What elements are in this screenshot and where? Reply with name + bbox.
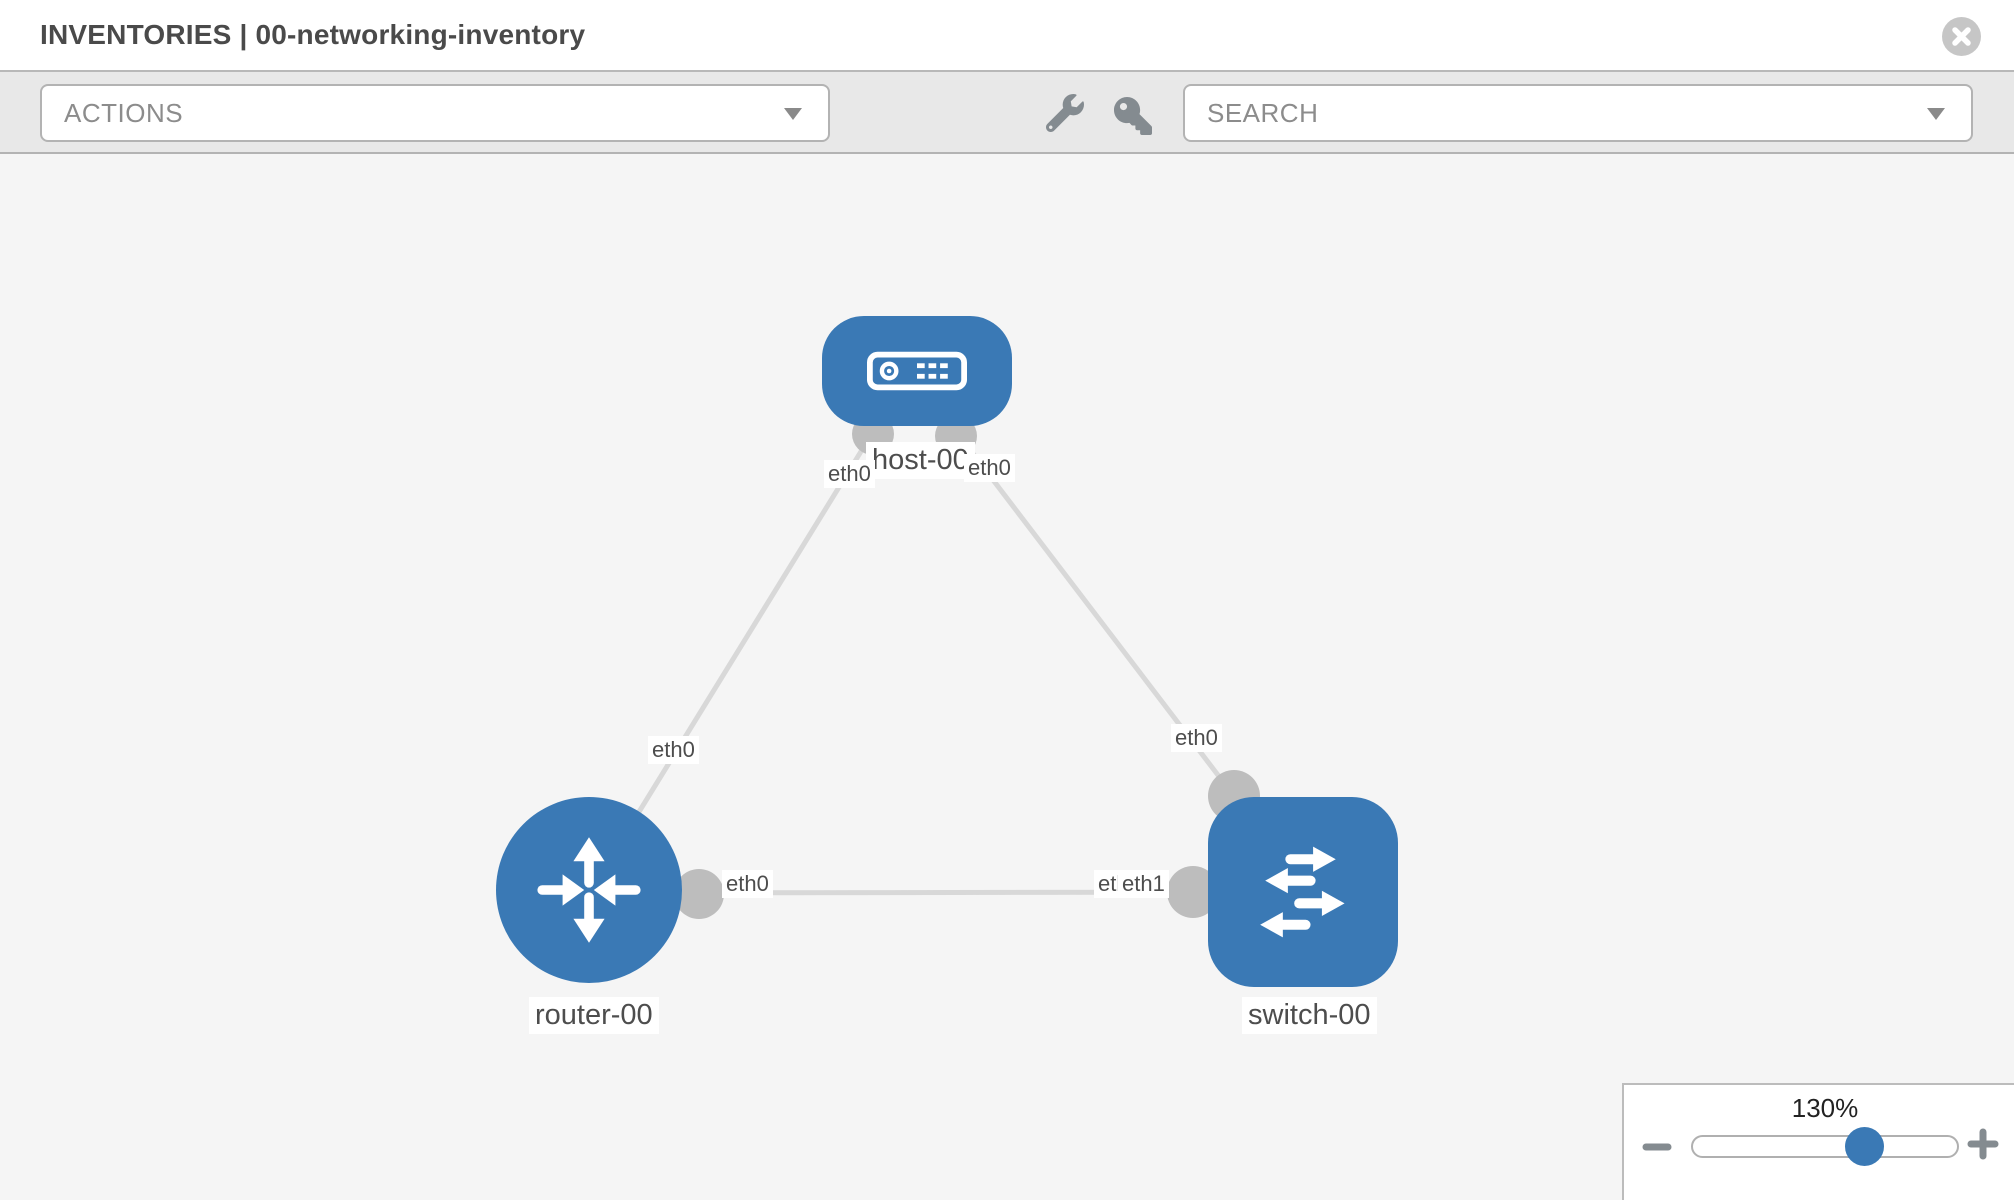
zoom-panel: 130%	[1622, 1083, 2014, 1200]
key-icon	[1114, 97, 1152, 135]
interface-label-switch-link-eth0: eth0	[1171, 724, 1222, 752]
topology-canvas[interactable]: host-00 router-00 switch-00 eth0 eth0 et…	[0, 156, 2014, 1200]
interface-label-host-eth0-left: eth0	[824, 460, 875, 488]
interface-label-router-link-eth0: eth0	[648, 736, 699, 764]
interface-label-horizontal-eth1-front: eth1	[1118, 870, 1169, 898]
node-switch-00[interactable]	[1208, 797, 1398, 987]
topology-edges	[586, 413, 1304, 919]
switch-arrows-icon	[1260, 846, 1345, 938]
node-label-switch: switch-00	[1242, 997, 1377, 1034]
connector-switch-left	[1167, 866, 1219, 918]
page-title: INVENTORIES | 00-networking-inventory	[40, 19, 586, 50]
zoom-out-button[interactable]	[1642, 1134, 1672, 1165]
node-label-host: host-00	[866, 442, 975, 479]
node-host-00[interactable]	[822, 316, 1012, 426]
chevron-down-icon	[784, 108, 802, 120]
toolbar: ACTIONS SEARCH	[0, 72, 2014, 154]
search-dropdown[interactable]: SEARCH	[1183, 84, 1973, 142]
node-router-00[interactable]	[496, 797, 682, 983]
router-arrows-icon	[537, 837, 641, 943]
key-button[interactable]	[1114, 97, 1152, 140]
close-button[interactable]	[1942, 17, 1981, 56]
zoom-in-button[interactable]	[1966, 1127, 2000, 1166]
actions-dropdown[interactable]: ACTIONS	[40, 84, 830, 142]
chevron-down-icon	[1927, 108, 1945, 120]
plus-icon	[1967, 1128, 1999, 1160]
minus-icon	[1642, 1143, 1672, 1151]
interface-label-host-eth0-right: eth0	[964, 454, 1015, 482]
connector-router-right	[674, 869, 724, 919]
wrench-icon	[1045, 94, 1084, 133]
server-icon	[867, 351, 967, 391]
header: INVENTORIES | 00-networking-inventory	[0, 0, 2014, 72]
search-dropdown-value: SEARCH	[1207, 98, 1319, 128]
zoom-level-value: 130%	[1791, 1093, 1859, 1123]
interface-label-horizontal-eth0: eth0	[722, 870, 773, 898]
close-icon	[1952, 27, 1971, 46]
actions-dropdown-value: ACTIONS	[64, 98, 184, 128]
node-label-router: router-00	[529, 997, 659, 1034]
zoom-slider-handle[interactable]	[1845, 1127, 1884, 1166]
zoom-slider-track[interactable]	[1691, 1127, 1959, 1166]
wrench-button[interactable]	[1045, 94, 1084, 137]
